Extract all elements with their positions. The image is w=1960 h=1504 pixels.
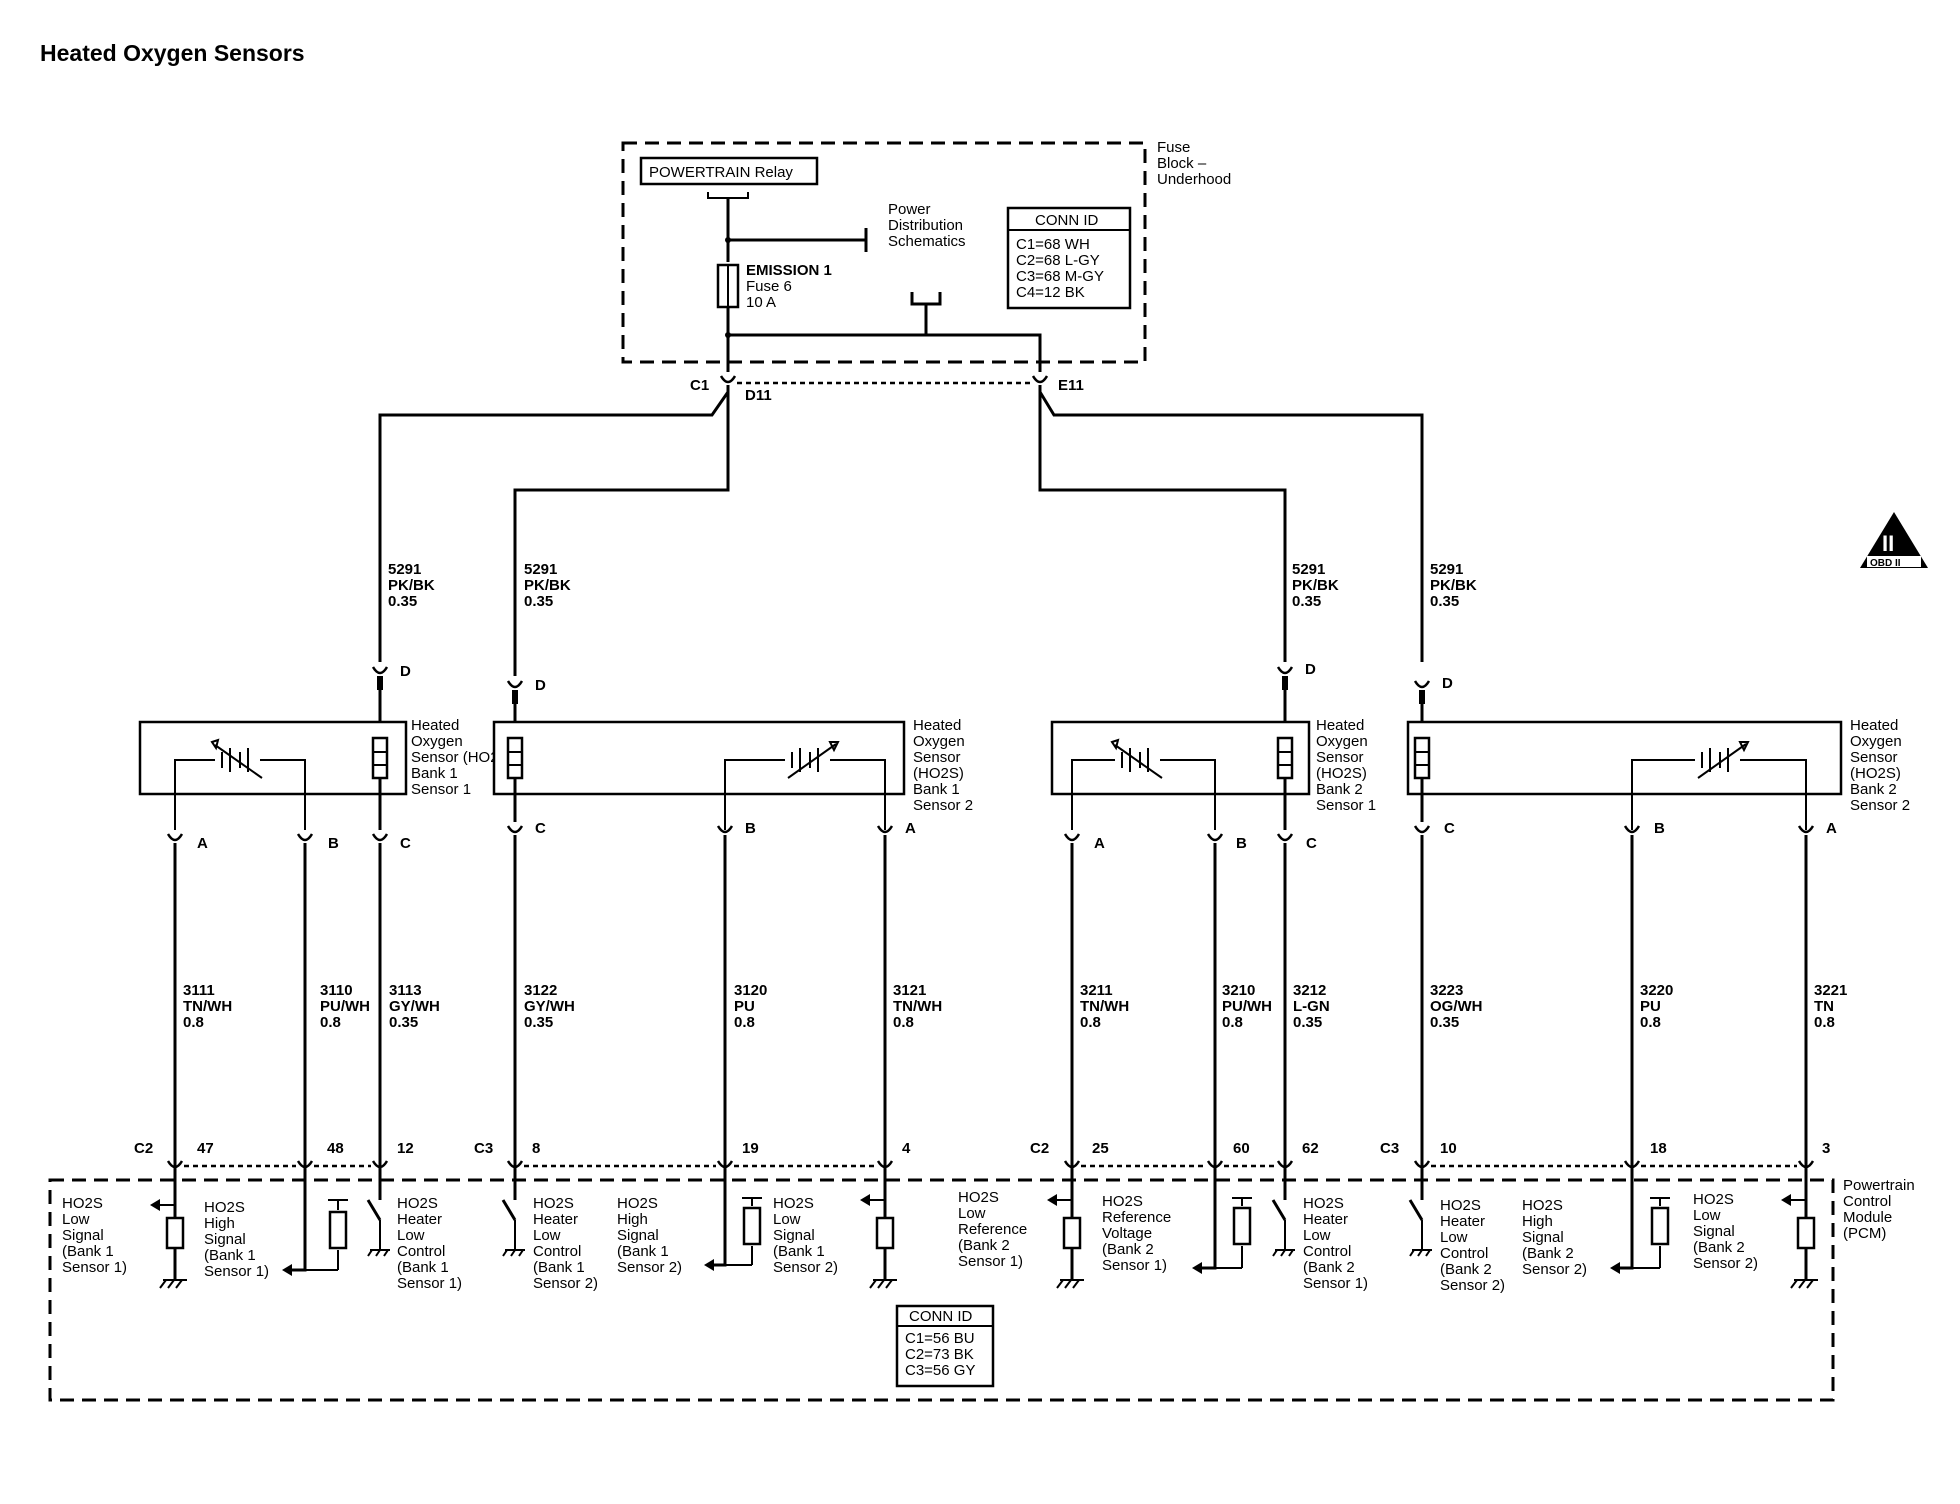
svg-text:CONN ID: CONN ID [909,1308,973,1325]
supply-wire-label-3: 5291 PK/BK 0.35 [1292,561,1343,610]
svg-text:D: D [535,677,546,694]
fuse-block-conn-id [1006,206,1132,310]
obd-ii-icon: II OBD II [1860,512,1928,569]
svg-text:C: C [1306,835,1317,852]
heater-icon [1276,736,1294,780]
svg-text:B: B [1236,835,1247,852]
pcm-outline [48,1178,1835,1402]
connector-e11-label: E11 [1058,377,1084,394]
power-distribution-label: Power Distribution Schematics [888,201,967,250]
svg-text:Heated Oxygen Sens: Heated Oxygen Sensor (HO2S) Bank 2 Senso… [1316,717,1376,814]
fuse-block: Fuse Block – Underhood POWERTRAIN Relay … [621,139,1231,404]
svg-text:C: C [535,820,546,837]
svg-text:OBD II: OBD II [1870,558,1901,569]
supply-wire-b2s2 [1038,385,1424,662]
pcm-internal-circuits [150,1168,1818,1289]
ho2s-bank2-sensor1: Heated Oxygen Sensor (HO2S) Bank 2 Senso… [1050,717,1376,830]
ho2s-bank1-sensor2: Heated Oxygen Sensor (HO2S) Bank 1 Senso… [492,717,973,830]
pcm-conn-id [895,1304,995,1388]
powertrain-relay-label: POWERTRAIN Relay [649,164,793,181]
svg-text:A: A [197,835,208,852]
supply-wire-b1s1 [378,385,730,662]
svg-text:Heated Oxygen Sens: Heated Oxygen Sensor (HO2S) Bank 1 Senso… [913,717,973,814]
powertrain-relay [639,156,819,186]
fuse-block-outline [621,141,1147,364]
supply-wire-b1s2 [513,392,730,676]
svg-text:A: A [1826,820,1837,837]
supply-wire-label-1: 5291 PK/BK 0.35 [388,561,439,610]
supply-wire-b2s1 [1038,392,1287,662]
svg-text:C: C [400,835,411,852]
oxygen-cell-icon [1121,748,1149,772]
svg-text:C1=56 BU C2=73 BK: C1=56 BU C2=73 BK C3=56 GY [905,1330,979,1379]
fuse-block-label: Fuse Block – Underhood [1157,139,1231,188]
pcm-label: Powertrain Control Module (PCM) [1843,1177,1919,1242]
svg-text:C: C [1444,820,1455,837]
power-dist-tap [728,228,868,252]
oxygen-cell-icon [791,748,819,772]
svg-text:Heated Oxygen Sens: Heated Oxygen Sensor (HO2S) Bank 1 Senso… [411,717,518,798]
svg-text:D: D [1305,661,1316,678]
fuse-label: EMISSION 1 Fuse 6 10 A [746,262,836,311]
supply-wire-label-2: 5291 PK/BK 0.35 [524,561,575,610]
relay-output-icon [707,192,749,199]
svg-text:C1=68 WH C2=68 L-GY: C1=68 WH C2=68 L-GY C3=68 M-GY C4=12 BK [1016,236,1108,301]
oxygen-cell-icon [1701,748,1729,772]
svg-text:A: A [905,820,916,837]
svg-text:B: B [328,835,339,852]
svg-text:CONN ID: CONN ID [1035,212,1099,229]
connector-d11-label: D11 [745,387,772,404]
pcm-connector-labels: C2 C3 C2 C3 [134,1140,1399,1157]
ho2s-bank1-sensor1: Heated Oxygen Sensor (HO2S) Bank 1 Senso… [138,717,518,830]
heater-icon [1413,736,1431,780]
supply-wire-label-4: 5291 PK/BK 0.35 [1430,561,1481,610]
heater-icon [371,736,389,780]
pcm-pin-numbers: 47 48 12 8 19 4 25 60 62 10 18 3 [197,1140,1830,1157]
heater-icon [506,736,524,780]
ho2s-bank2-sensor2: Heated Oxygen Sensor (HO2S) Bank 2 Senso… [1406,717,1910,830]
oxygen-cell-icon [221,748,249,772]
page-title: Heated Oxygen Sensors [40,40,305,66]
pcm: Powertrain Control Module (PCM) C2 C3 C2… [48,1140,1919,1402]
svg-text:A: A [1094,835,1105,852]
connector-c1-label: C1 [690,377,709,394]
svg-text:D: D [1442,675,1453,692]
svg-text:D: D [400,663,411,680]
svg-text:B: B [1654,820,1665,837]
svg-text:Heated Oxygen Sens: Heated Oxygen Sensor (HO2S) Bank 2 Senso… [1850,717,1910,814]
supply-wiring: 5291 PK/BK 0.35 5291 PK/BK 0.35 5291 PK/… [371,385,1481,722]
svg-text:B: B [745,820,756,837]
svg-text:II: II [1882,531,1894,556]
